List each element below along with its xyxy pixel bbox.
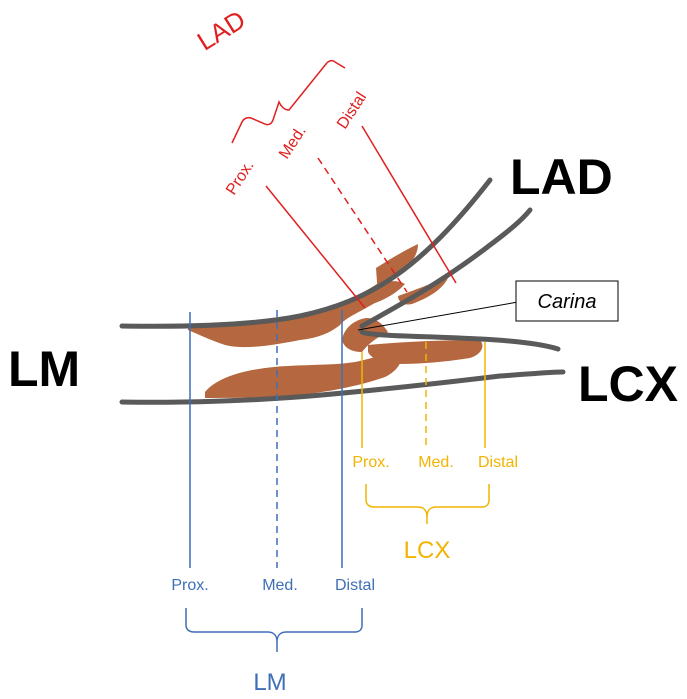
- lcx-med-label: Med.: [418, 454, 454, 471]
- vessel-label-lcx: LCX: [578, 356, 678, 412]
- lad-prox-label: Prox.: [223, 158, 258, 199]
- vessel-label-lm: LM: [8, 341, 80, 397]
- lad-med-label: Med.: [276, 123, 310, 162]
- lad-distal-label: Distal: [334, 89, 370, 132]
- carina-label: Carina: [538, 291, 597, 313]
- lcx-bracket: [366, 484, 489, 524]
- lad-segment-lines: [232, 61, 456, 308]
- lad-group-label: LAD: [192, 4, 251, 56]
- lad-prox-line: [266, 186, 365, 308]
- lm-group-label: LM: [253, 669, 286, 696]
- lm-bracket: [186, 608, 362, 652]
- lm-prox-label: Prox.: [171, 577, 208, 594]
- lcx-prox-label: Prox.: [352, 454, 389, 471]
- lm-med-label: Med.: [262, 577, 298, 594]
- lm-segment-lines: [186, 310, 362, 652]
- lcx-distal-label: Distal: [478, 454, 518, 471]
- lm-distal-label: Distal: [335, 577, 375, 594]
- lad-bracket: [232, 61, 345, 143]
- lcx-group-label: LCX: [404, 537, 451, 564]
- plaque-group: [188, 244, 482, 398]
- vessel-wall-lm-top-lad-top: [122, 180, 490, 326]
- vessel-label-lad: LAD: [510, 149, 613, 205]
